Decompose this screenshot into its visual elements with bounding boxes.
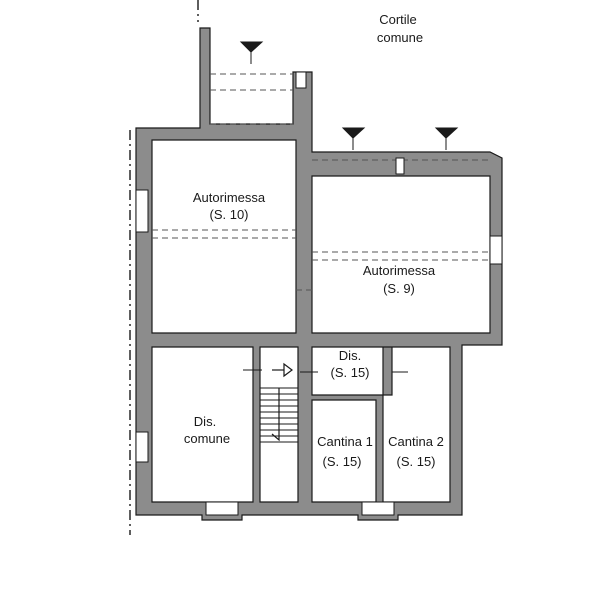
garage-9-name: Autorimessa xyxy=(363,263,436,278)
cellar-1-code: (S. 15) xyxy=(322,454,361,469)
wall-crosses xyxy=(243,369,408,373)
door-icon xyxy=(205,501,395,516)
garage-10-code: (S. 10) xyxy=(209,207,248,222)
hall-name: Dis. xyxy=(339,348,361,363)
cellar-2-name: Cantina 2 xyxy=(388,434,444,449)
window-icon xyxy=(135,71,503,463)
courtyard-label-2: comune xyxy=(377,30,423,45)
common-hall-name-2: comune xyxy=(184,431,230,446)
stair-arrow-icon xyxy=(271,362,293,442)
courtyard-label: Cortile xyxy=(379,12,417,27)
overhead-lines xyxy=(152,73,490,291)
section-marker-icon xyxy=(239,41,459,150)
common-hall-name: Dis. xyxy=(194,414,216,429)
hall-code: (S. 15) xyxy=(330,365,369,380)
garage-10-name: Autorimessa xyxy=(193,190,266,205)
garage-9-code: (S. 9) xyxy=(383,281,415,296)
cellar-1-name: Cantina 1 xyxy=(317,434,373,449)
cellar-2-code: (S. 15) xyxy=(396,454,435,469)
